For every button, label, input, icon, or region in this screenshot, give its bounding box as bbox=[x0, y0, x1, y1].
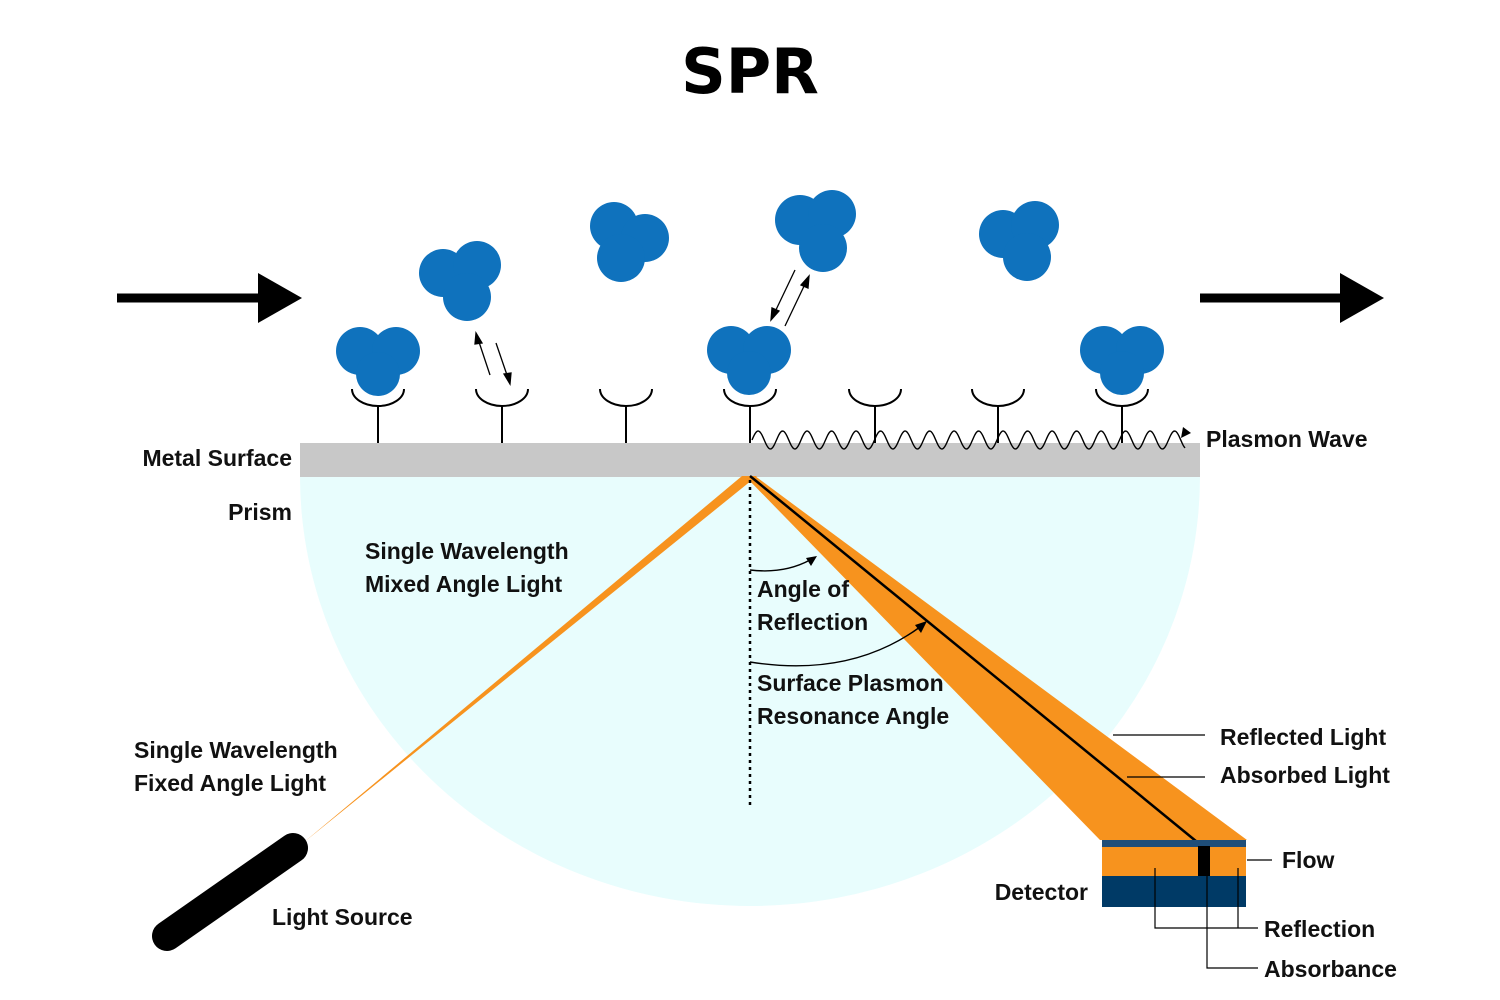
receptor-icon bbox=[599, 388, 653, 443]
bound-molecule-icon bbox=[707, 326, 791, 395]
receptor-icon bbox=[475, 388, 529, 443]
receptor-icon bbox=[971, 388, 1025, 443]
receptor-icon bbox=[723, 388, 777, 443]
receptors bbox=[351, 388, 1149, 443]
spr-angle-arc bbox=[749, 626, 921, 667]
angle-of-reflection-arc bbox=[749, 559, 811, 572]
absorbed-light-label: Absorbed Light bbox=[1220, 762, 1390, 788]
light-source bbox=[152, 833, 308, 951]
reflected-light-beam bbox=[745, 476, 1247, 840]
free-molecule-icon bbox=[590, 202, 669, 282]
absorbance-label: Absorbance bbox=[1264, 956, 1397, 982]
reflection-label: Reflection bbox=[1264, 916, 1375, 942]
prism-label: Prism bbox=[228, 499, 292, 525]
diagram-title: SPR bbox=[681, 35, 819, 108]
spr-angle-label-line2: Resonance Angle bbox=[757, 703, 949, 729]
detector-label: Detector bbox=[995, 879, 1088, 905]
flow-arrow-left-icon bbox=[117, 273, 302, 323]
flow-label: Flow bbox=[1282, 847, 1334, 873]
plasmon-wave bbox=[751, 430, 1186, 450]
detector-flow-cell bbox=[1102, 846, 1246, 876]
binding-arrows-icon bbox=[474, 269, 810, 387]
metal-surface bbox=[300, 443, 1200, 477]
bound-molecule-icon bbox=[336, 327, 420, 396]
incident-light-beam bbox=[303, 476, 757, 843]
angle-of-reflection-label-line1: Angle of bbox=[757, 576, 849, 602]
absorbance-band bbox=[1198, 846, 1210, 876]
angle-of-reflection-label-line2: Reflection bbox=[757, 609, 868, 635]
plasmon-wave-arrowhead-icon bbox=[1181, 427, 1191, 438]
absorbed-light-line bbox=[749, 475, 1203, 847]
mixed-light-label-line1: Single Wavelength bbox=[365, 538, 569, 564]
spr-angle-label-line1: Surface Plasmon bbox=[757, 670, 944, 696]
mixed-light-label-line2: Mixed Angle Light bbox=[365, 571, 563, 597]
free-molecule-icon bbox=[775, 190, 856, 272]
detector bbox=[1102, 840, 1246, 907]
free-molecule-icon bbox=[419, 241, 501, 321]
receptor-icon bbox=[351, 388, 405, 443]
receptor-icon bbox=[1095, 388, 1149, 443]
spr-angle-arrowhead-icon bbox=[915, 621, 927, 633]
plasmon-wave-label: Plasmon Wave bbox=[1206, 426, 1367, 452]
fixed-light-label-line1: Single Wavelength bbox=[134, 737, 338, 763]
reflected-light-label: Reflected Light bbox=[1220, 724, 1386, 750]
bound-molecule-icon bbox=[1080, 326, 1164, 395]
detector-base bbox=[1102, 876, 1246, 907]
flow-arrow-right-icon bbox=[1200, 273, 1384, 323]
fixed-light-label-line2: Fixed Angle Light bbox=[134, 770, 326, 796]
receptor-icon bbox=[848, 388, 902, 443]
callout-lines bbox=[1113, 734, 1272, 969]
metal-surface-label: Metal Surface bbox=[142, 445, 292, 471]
light-source-label: Light Source bbox=[272, 904, 413, 930]
free-molecule-icon bbox=[979, 201, 1059, 281]
detector-top-strip bbox=[1102, 840, 1246, 847]
angle-arrowhead-icon bbox=[806, 556, 817, 566]
